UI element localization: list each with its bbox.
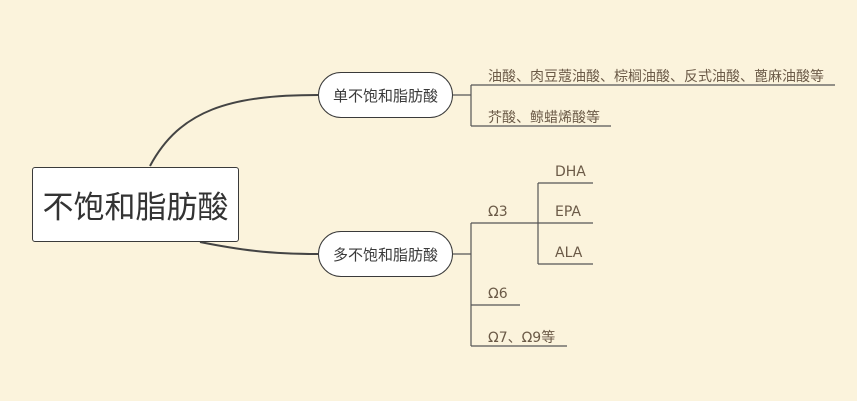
root-node[interactable]: 不饱和脂肪酸 bbox=[32, 167, 239, 242]
branch-node-poly[interactable]: 多不饱和脂肪酸 bbox=[318, 231, 453, 277]
branch-label: 多不饱和脂肪酸 bbox=[332, 245, 438, 264]
leaf-epa[interactable]: EPA bbox=[555, 204, 581, 220]
leaf-omega6[interactable]: Ω6 bbox=[488, 286, 508, 302]
leaf-mono-oleic-etc[interactable]: 油酸、肉豆蔻油酸、棕榈油酸、反式油酸、蓖麻油酸等 bbox=[488, 69, 824, 85]
connector-root-to-mono bbox=[149, 94, 319, 167]
connector-root-to-poly bbox=[199, 241, 319, 255]
branch-node-mono[interactable]: 单不饱和脂肪酸 bbox=[318, 72, 453, 118]
connector-mono-children bbox=[453, 85, 472, 126]
leaf-ala[interactable]: ALA bbox=[555, 245, 583, 261]
connector-poly-children bbox=[453, 223, 472, 346]
leaf-omega7-9[interactable]: Ω7、Ω9等 bbox=[488, 330, 556, 346]
leaf-dha[interactable]: DHA bbox=[555, 164, 586, 180]
leaf-mono-erucic-etc[interactable]: 芥酸、鲸蜡烯酸等 bbox=[488, 110, 600, 126]
branch-label: 单不饱和脂肪酸 bbox=[332, 86, 438, 105]
leaf-omega3[interactable]: Ω3 bbox=[488, 204, 508, 220]
root-label: 不饱和脂肪酸 bbox=[42, 190, 229, 226]
